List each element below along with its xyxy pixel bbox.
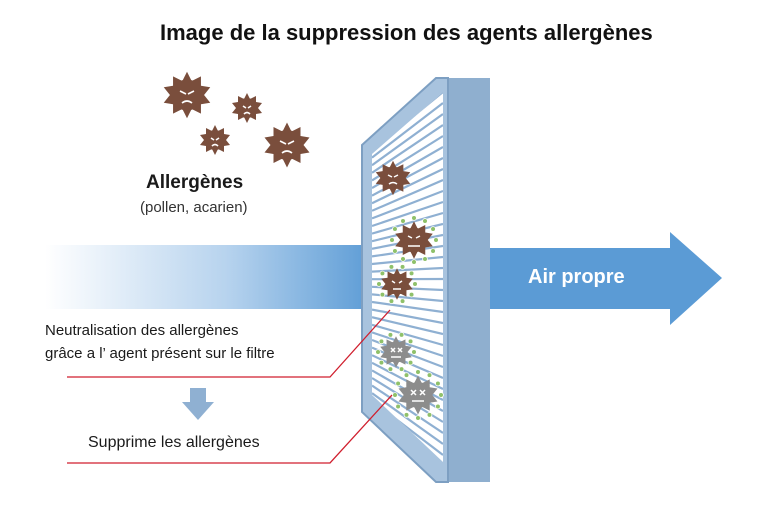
page-title: Image de la suppression des agents aller… xyxy=(160,20,653,45)
filter-mesh-line xyxy=(372,392,443,445)
agent-dot xyxy=(430,248,436,254)
agent-dot xyxy=(395,380,401,387)
right-arrow-icon xyxy=(488,232,722,325)
agent-dot xyxy=(407,338,414,345)
filter-mesh-line xyxy=(372,178,443,212)
agent-dot xyxy=(379,270,386,277)
agent-dot xyxy=(387,332,394,338)
agent-dot xyxy=(379,291,386,298)
down-arrow-icon xyxy=(182,388,214,420)
leader-line-removal xyxy=(67,394,393,464)
allergen-germ-icon xyxy=(264,122,310,168)
allergen-germ-icon xyxy=(200,125,230,155)
agent-dot xyxy=(403,412,410,418)
allergen-faces xyxy=(179,90,295,154)
allergens-label: Allergènes xyxy=(146,172,244,193)
agent-dot xyxy=(399,264,406,270)
allergen-germ-icon xyxy=(163,71,211,119)
filter-mesh-line xyxy=(372,316,443,336)
agent-dot xyxy=(415,415,421,421)
agent-dot xyxy=(411,349,417,355)
agent-dot xyxy=(400,218,406,224)
filter-mesh-line xyxy=(372,331,443,358)
filter-mesh-line xyxy=(372,323,443,347)
agent-dot xyxy=(378,338,385,345)
agent-dot xyxy=(403,372,410,378)
filter-mesh-line xyxy=(372,255,443,266)
agent-dot xyxy=(376,281,382,287)
filter-mesh-line xyxy=(372,211,443,235)
filter-mesh-line xyxy=(372,300,443,314)
agent-dot xyxy=(430,226,436,232)
agent-dot xyxy=(399,298,406,304)
filter-mesh-line xyxy=(372,168,443,205)
agent-dot xyxy=(422,218,428,224)
agent-dot xyxy=(426,412,433,418)
agent-dot xyxy=(395,403,401,410)
filter-allergen-faces xyxy=(387,174,426,402)
incoming-air-band xyxy=(45,245,375,309)
agent-dot xyxy=(411,215,417,221)
agent-dot xyxy=(398,332,405,338)
agent-dot xyxy=(388,264,395,270)
allergen-germ-icon xyxy=(232,93,262,123)
removal-text: Supprime les allergènes xyxy=(88,434,260,451)
agent-dot xyxy=(408,270,415,277)
leader-line-neutralization xyxy=(67,309,391,378)
agent-dot xyxy=(407,359,414,366)
agent-dot xyxy=(398,366,405,372)
agent-dot xyxy=(412,281,418,287)
filter-mesh-line xyxy=(372,354,443,390)
neutralization-text-line-1: Neutralisation des allergènes xyxy=(45,322,239,339)
agent-dot xyxy=(408,291,415,298)
filter-side xyxy=(436,78,490,482)
filter-mesh-line xyxy=(372,113,443,167)
filter xyxy=(361,77,490,483)
agent-dot xyxy=(426,372,433,378)
filter-mesh-line xyxy=(372,102,443,159)
agent-dot xyxy=(392,226,398,232)
filter-mesh-line xyxy=(372,200,443,228)
agent-dot xyxy=(375,349,381,355)
agent-dot xyxy=(435,380,441,387)
agent-dot xyxy=(435,403,441,410)
clean-air-label: Air propre xyxy=(528,266,625,288)
filter-mesh-line xyxy=(372,308,443,325)
leader-lines xyxy=(67,309,393,464)
agent-dot xyxy=(389,237,395,243)
agent-dot xyxy=(438,392,444,398)
agent-dot xyxy=(422,256,428,262)
free-allergens xyxy=(163,71,310,168)
agent-dot xyxy=(400,256,406,262)
agent-dot xyxy=(387,366,394,372)
agent-dot xyxy=(415,369,421,375)
filter-agent-dots xyxy=(375,215,444,421)
agent-dot xyxy=(378,359,385,366)
agent-dot xyxy=(392,392,398,398)
allergens-sublabel: (pollen, acarien) xyxy=(140,199,248,216)
agent-dot xyxy=(388,298,395,304)
agent-dot xyxy=(392,248,398,254)
agent-dot xyxy=(433,237,439,243)
neutralization-text-line-2: grâce a l’ agent présent sur le filtre xyxy=(45,345,275,362)
agent-dot xyxy=(411,259,417,265)
filter-mesh-line xyxy=(372,189,443,220)
